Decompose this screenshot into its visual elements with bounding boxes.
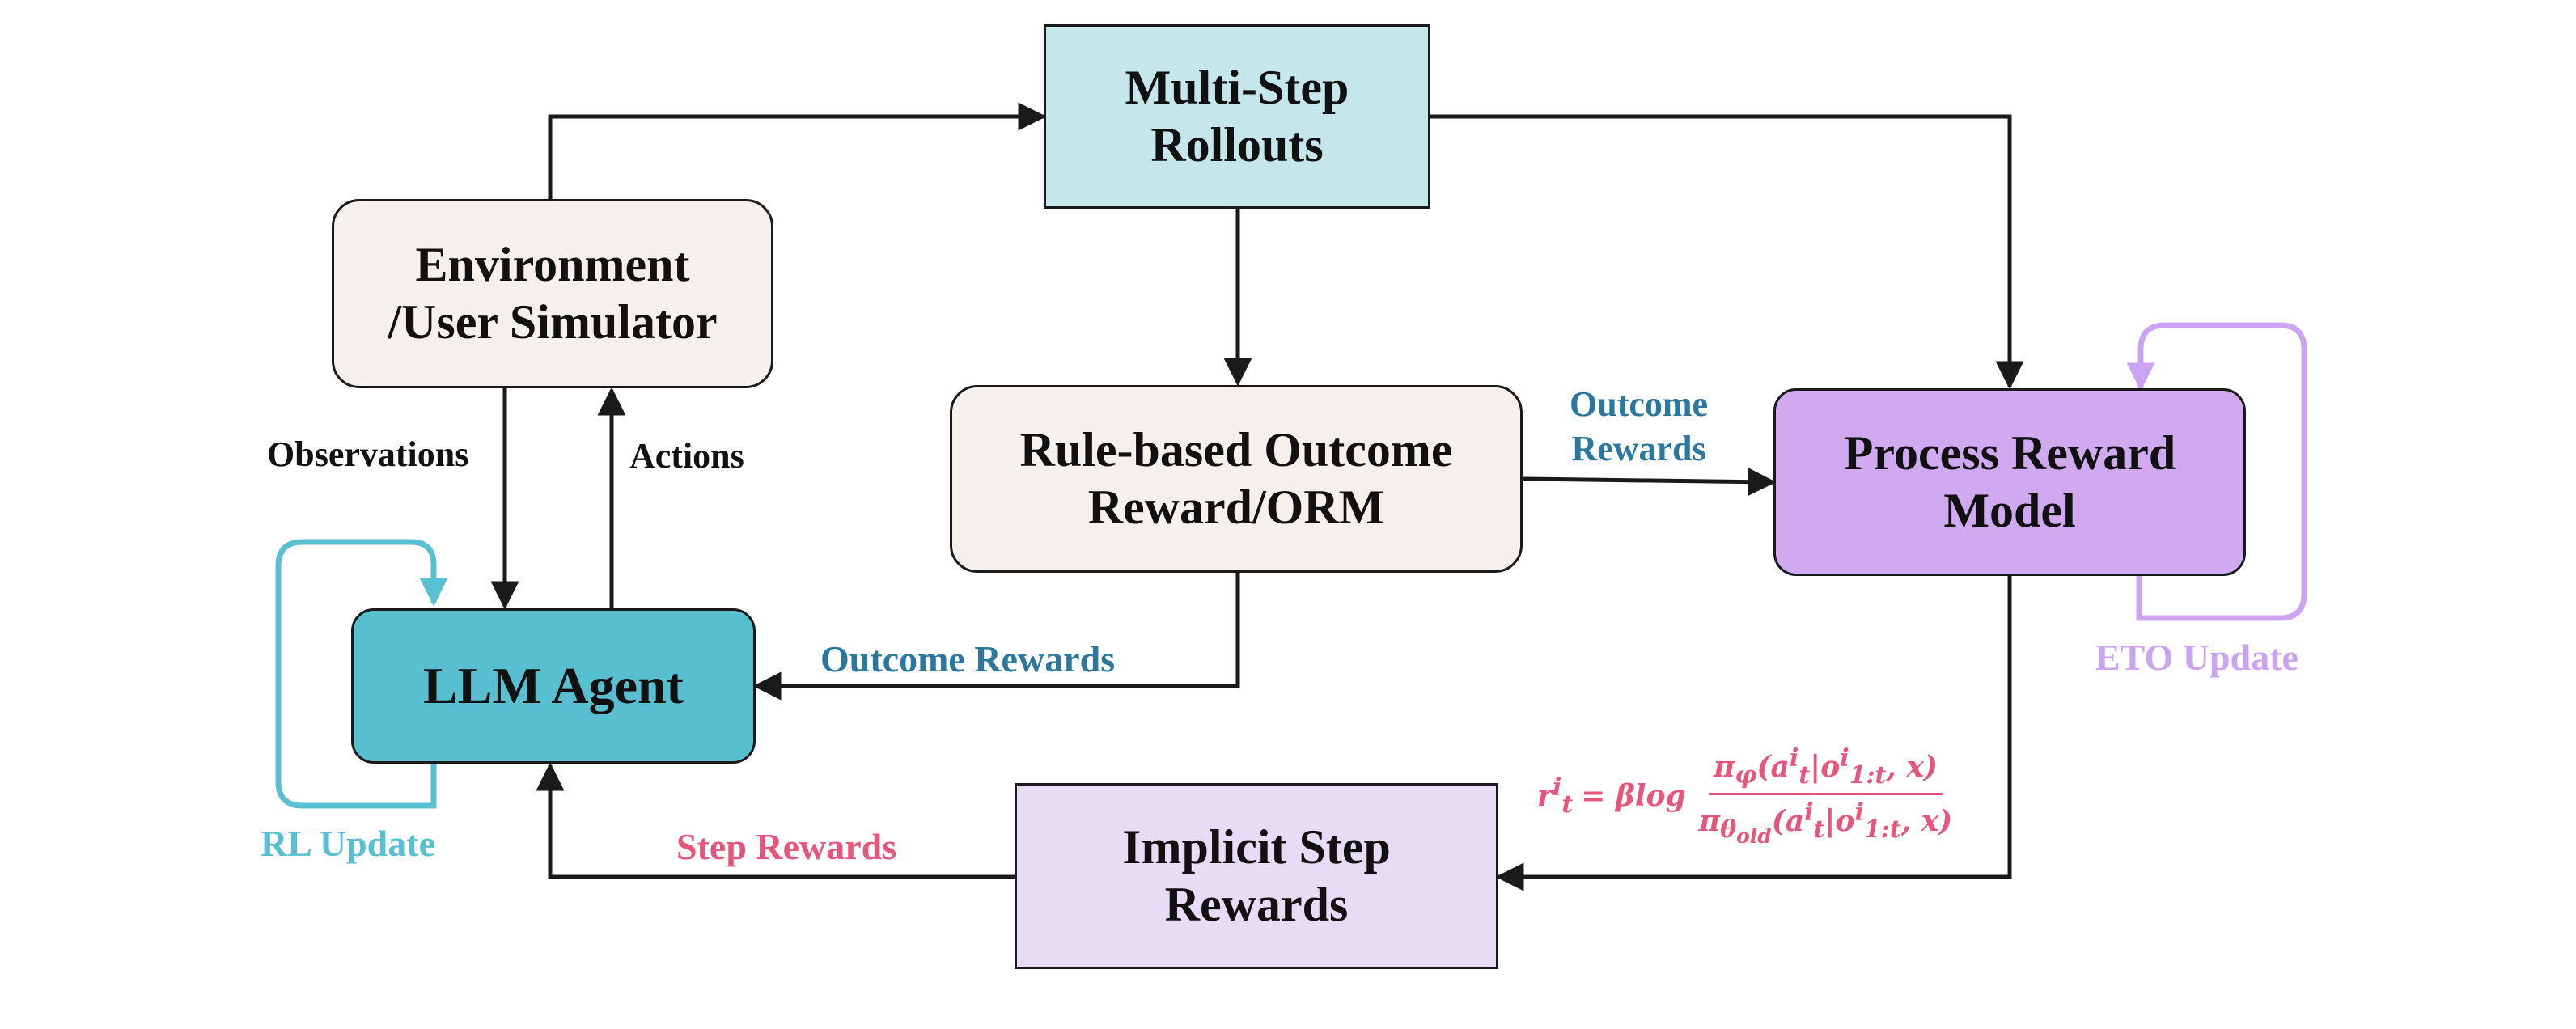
arrow-orm-to-agent	[752, 573, 1240, 701]
arrow-rollouts-to-prm	[1430, 114, 2024, 390]
rl-update-label: RL Update	[261, 823, 435, 864]
implicit-step-rewards-text: Implicit Step Rewards	[1122, 820, 1391, 931]
formula-lhs: rit	[1537, 773, 1574, 819]
llm-agent-box: LLM Agent	[351, 608, 756, 764]
observations-label: Observations	[267, 434, 469, 474]
llm-agent-text: LLM Agent	[423, 657, 684, 715]
environment-box: Environment /User Simulator	[332, 199, 773, 388]
process-reward-model-box: Process Reward Model	[1773, 388, 2246, 576]
actions-label: Actions	[629, 436, 744, 476]
step-rewards-label: Step Rewards	[676, 826, 897, 867]
environment-text: Environment /User Simulator	[388, 238, 718, 349]
multi-step-rollouts-box: Multi-Step Rollouts	[1044, 24, 1430, 209]
multi-step-rollouts-text: Multi-Step Rollouts	[1125, 61, 1349, 172]
formula-equals-beta-log: = βlog	[1581, 779, 1686, 814]
formula-numerator: πφ(ait|oi1:t, x)	[1708, 744, 1943, 796]
arrow-env-to-rollouts	[548, 102, 1047, 199]
orm-box: Rule-based Outcome Reward/ORM	[950, 385, 1523, 573]
rl-update-loop	[275, 539, 448, 809]
arrow-prm-to-implicit	[1495, 576, 2012, 891]
eto-update-loop	[2126, 322, 2307, 621]
arrow-orm-to-prm	[1522, 468, 1777, 497]
eto-update-label: ETO Update	[2095, 637, 2298, 678]
orm-text: Rule-based Outcome Reward/ORM	[1019, 423, 1453, 534]
formula-fraction: πφ(ait|oi1:t, x) πθold(ait|oi1:t, x)	[1694, 744, 1958, 848]
step-reward-formula: rit = βlog πφ(ait|oi1:t, x) πθold(ait|oi…	[1537, 744, 1957, 848]
process-reward-model-text: Process Reward Model	[1843, 426, 2176, 537]
arrow-implicit-to-agent	[536, 762, 1015, 879]
implicit-step-rewards-box: Implicit Step Rewards	[1015, 783, 1498, 969]
formula-denominator: πθold(ait|oi1:t, x)	[1698, 798, 1953, 849]
outcome-rewards-prm-label: Outcome Rewards	[1570, 384, 1709, 468]
outcome-rewards-agent-label: Outcome Rewards	[820, 638, 1116, 680]
